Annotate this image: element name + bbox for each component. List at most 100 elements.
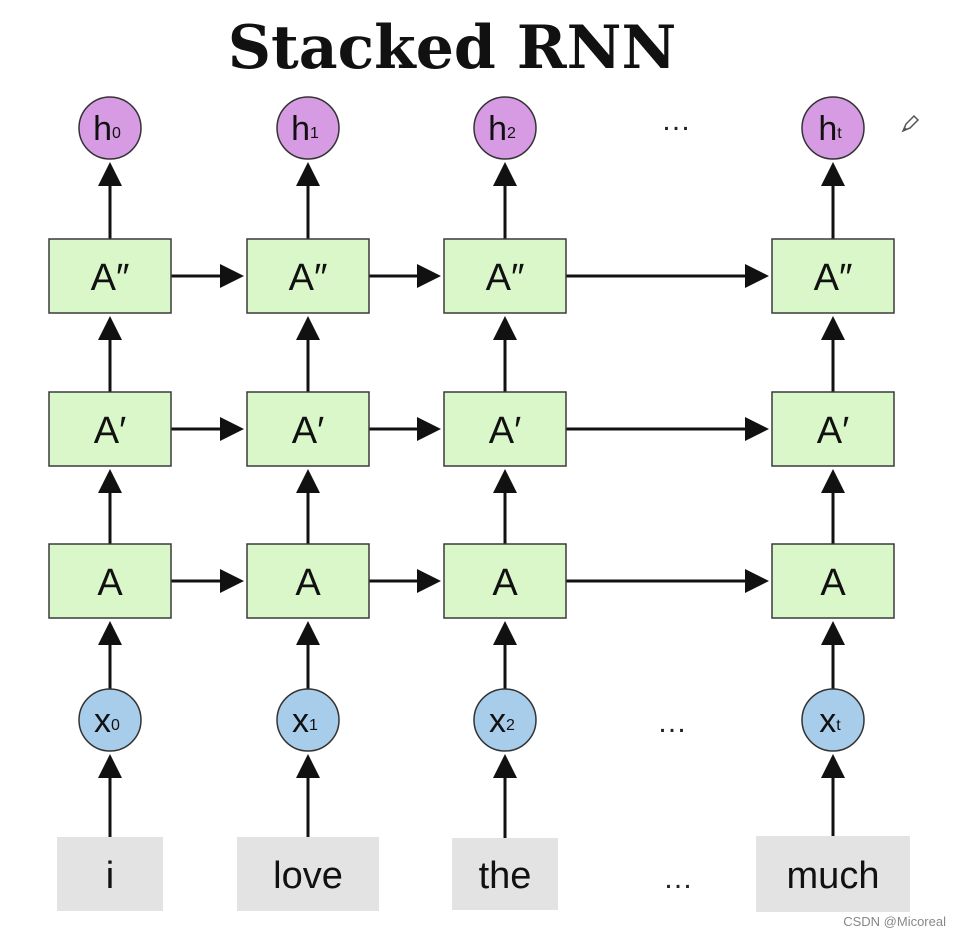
output-circle [801,96,865,160]
input-label: x0 [94,702,120,740]
output-label: h0 [93,110,121,148]
rnn-cell-bottom-2: A [443,543,567,619]
cell-label: A [820,562,846,604]
word-token-0: i [57,837,163,911]
input-circle [78,688,142,752]
cell-box [771,543,895,619]
cell-box [443,238,567,314]
input-base: x [292,702,309,740]
output-label: h1 [291,110,319,148]
rnn-cell-bottom-3: A [771,543,895,619]
cell-label: A″ [289,257,328,299]
cell-label: A″ [486,257,525,299]
cell-label: A″ [91,257,130,299]
rnn-cell-bottom-1: A [246,543,370,619]
output-node-3: ht [801,96,865,160]
cell-box [771,238,895,314]
rnn-cell-middle-0: A′ [48,391,172,467]
cell-box [48,543,172,619]
cell-box [246,391,370,467]
cell-box [48,391,172,467]
cell-label: A′ [292,410,324,452]
output-subscript: 2 [507,125,516,142]
cell-box [246,238,370,314]
input-circle [276,688,340,752]
cell-label: A [295,562,321,604]
output-base: h [291,110,310,148]
input-node-3: xt [801,688,865,752]
input-node-1: x1 [276,688,340,752]
cell-box [48,238,172,314]
cell-label: A′ [94,410,126,452]
word-ellipsis: … [663,862,693,895]
input-node-2: x2 [473,688,537,752]
cell-label: A [97,562,123,604]
input-subscript: 1 [309,717,318,734]
input-circle [473,688,537,752]
input-circle [801,688,865,752]
word-label: much [787,855,880,897]
input-base: x [819,702,836,740]
output-node-2: h2 [473,96,537,160]
diagram-title: Stacked RNN [228,13,677,83]
rnn-cell-top-2: A″ [443,238,567,314]
output-ellipsis: … [661,104,691,137]
output-label: h2 [488,110,516,148]
rnn-cell-middle-3: A′ [771,391,895,467]
input-label: x1 [292,702,318,740]
word-token-3: much [756,836,910,912]
rnn-cell-middle-1: A′ [246,391,370,467]
output-base: h [93,110,112,148]
word-box [452,838,558,910]
input-node-0: x0 [78,688,142,752]
rnn-cell-grid: A″ A′ A A″ A′ A A″ A′ A A″ A′ A [48,238,895,619]
output-base: h [488,110,507,148]
input-label: x2 [489,702,515,740]
pencil-icon [901,114,920,133]
word-box [756,836,910,912]
output-node-1: h1 [276,96,340,160]
output-subscript: t [837,125,842,142]
input-subscript: t [836,717,841,734]
word-label: love [273,855,343,897]
cell-box [246,543,370,619]
rnn-cell-top-0: A″ [48,238,172,314]
input-subscript: 2 [506,717,515,734]
cell-label: A′ [817,410,849,452]
rnn-cell-bottom-0: A [48,543,172,619]
cell-label: A [492,562,518,604]
cell-label: A′ [489,410,521,452]
output-circle [473,96,537,160]
output-circle [276,96,340,160]
word-box [237,837,379,911]
output-node-0: h0 [78,96,142,160]
rnn-cell-middle-2: A′ [443,391,567,467]
output-subscript: 0 [112,125,121,142]
input-word-row: i love the much [57,836,910,912]
input-base: x [94,702,111,740]
rnn-cell-top-3: A″ [771,238,895,314]
output-circle [78,96,142,160]
cell-box [443,391,567,467]
output-base: h [818,110,837,148]
word-token-2: the [452,838,558,910]
input-label: xt [819,702,841,740]
word-label: i [106,855,114,897]
input-subscript: 0 [111,717,120,734]
cell-label: A″ [814,257,853,299]
word-token-1: love [237,837,379,911]
cell-box [771,391,895,467]
output-subscript: 1 [310,125,319,142]
output-label: ht [818,110,842,148]
word-label: the [479,855,532,897]
connection-arrows [98,162,845,838]
cell-box [443,543,567,619]
input-base: x [489,702,506,740]
watermark: CSDN @Micoreal [843,914,946,929]
rnn-cell-top-1: A″ [246,238,370,314]
input-ellipsis: … [657,706,687,739]
word-box [57,837,163,911]
